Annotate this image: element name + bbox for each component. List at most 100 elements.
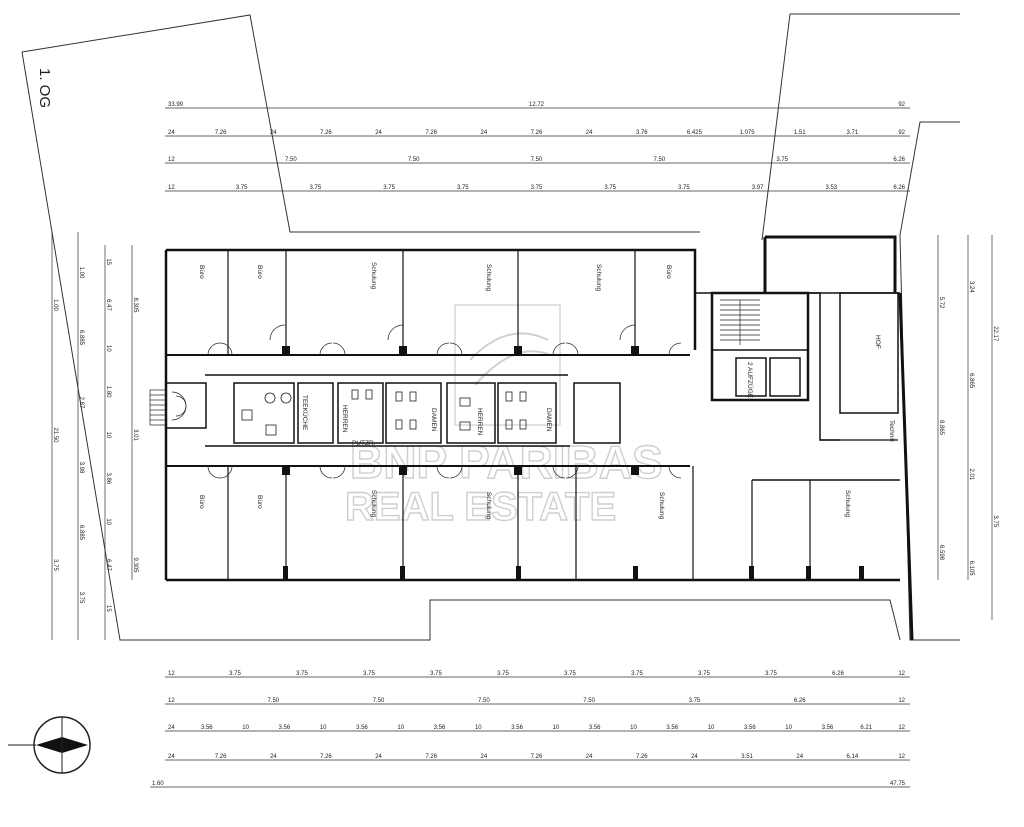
dim-right-1-1: 6.865 xyxy=(968,373,974,389)
dim-bottom-3-0: 24 xyxy=(168,754,175,760)
room-label-buero-4: Büro xyxy=(198,495,205,509)
dim-bottom-1-0: 12 xyxy=(168,698,175,704)
dim-bottom-0-11: 12 xyxy=(898,671,905,677)
dim-top-3-0: 12 xyxy=(168,185,175,191)
dim-bottom-2-14: 10 xyxy=(708,725,715,731)
dim-top-1-14: 92 xyxy=(898,130,905,136)
columns xyxy=(282,346,864,580)
building-walls xyxy=(164,235,914,641)
dim-bottom-2-12: 10 xyxy=(630,725,637,731)
dim-bottom-4-1: 47.75 xyxy=(890,781,906,787)
dim-bottom-2-5: 3.56 xyxy=(356,725,368,731)
dim-right-0-2: 6.598 xyxy=(938,545,944,561)
room-label-herren-2: HERREN xyxy=(476,408,483,436)
dim-top-1-6: 24 xyxy=(481,130,488,136)
dim-bottom-3-14: 12 xyxy=(898,754,905,760)
dim-bottom-3-10: 24 xyxy=(691,754,698,760)
dim-top-2-3: 7.50 xyxy=(531,157,543,163)
dim-top-1-10: 6.425 xyxy=(687,130,703,136)
dim-bottom-2-11: 3.56 xyxy=(589,725,601,731)
watermark-line1: BNP PARIBAS xyxy=(350,436,663,488)
dim-bottom-0-5: 3.75 xyxy=(497,671,509,677)
floor-label: 1. OG xyxy=(36,68,53,108)
dim-top-0-0: 33.99 xyxy=(168,102,184,108)
dim-bottom-2-9: 3.56 xyxy=(511,725,523,731)
dim-bottom-3-5: 7.26 xyxy=(425,754,437,760)
room-label-schulung-3: Schulung xyxy=(595,264,602,291)
dim-left-3-0: 8.305 xyxy=(132,297,138,313)
watermark: BNP PARIBAS REAL ESTATE xyxy=(344,304,663,530)
dim-left-0-2: 3.75 xyxy=(52,559,58,571)
dim-right-2-0: 22.17 xyxy=(992,326,998,342)
dim-top-1-1: 7.26 xyxy=(215,130,227,136)
room-label-schulung-5: Schulung xyxy=(485,492,492,519)
dim-left-1-0: 1.00 xyxy=(78,267,84,279)
dim-bottom-3-8: 24 xyxy=(586,754,593,760)
dim-right-1-3: 6.105 xyxy=(968,561,974,577)
dim-bottom-3-4: 24 xyxy=(375,754,382,760)
room-label-buero-2: Büro xyxy=(256,265,263,279)
dim-top-1-13: 3.71 xyxy=(847,130,859,136)
dim-top-1-9: 3.76 xyxy=(636,130,648,136)
room-label-schulung-7: Schulung xyxy=(844,490,851,517)
dim-left-0-0: 1.00 xyxy=(52,299,58,311)
room-label-damen-2: DAMEN xyxy=(545,408,552,432)
dim-bottom-4-0: 1.60 xyxy=(152,781,164,787)
dim-left-2-5: 3.86 xyxy=(105,472,111,484)
dim-bottom-3-6: 24 xyxy=(481,754,488,760)
door-swings xyxy=(207,324,682,479)
dim-bottom-2-13: 3.56 xyxy=(666,725,678,731)
dim-top-3-10: 6.26 xyxy=(893,185,905,191)
room-label-schulung-1: Schulung xyxy=(370,262,377,289)
dim-bottom-2-4: 10 xyxy=(320,725,327,731)
dim-right-2-1: 3.75 xyxy=(992,515,998,527)
dim-bottom-0-8: 3.75 xyxy=(698,671,710,677)
dim-bottom-0-6: 3.75 xyxy=(564,671,576,677)
dim-bottom-1-3: 7.50 xyxy=(478,698,490,704)
dim-bottom-2-19: 12 xyxy=(898,725,905,731)
dim-top-3-3: 3.75 xyxy=(383,185,395,191)
dim-left-2-8: 15 xyxy=(105,605,111,612)
room-label-hof: HOF xyxy=(874,335,881,349)
dim-left-2-2: 10 xyxy=(105,345,111,352)
dim-bottom-2-8: 10 xyxy=(475,725,482,731)
dim-bottom-2-18: 6.21 xyxy=(860,725,872,731)
dim-bottom-0-10: 6.26 xyxy=(832,671,844,677)
dim-bottom-2-7: 3.56 xyxy=(434,725,446,731)
dim-bottom-1-5: 3.75 xyxy=(689,698,701,704)
room-label-schulung-6: Schulung xyxy=(658,492,665,519)
dim-top-2-4: 7.50 xyxy=(653,157,665,163)
dim-bottom-2-10: 10 xyxy=(553,725,560,731)
stair-left xyxy=(149,389,187,426)
dim-bottom-2-6: 10 xyxy=(397,725,404,731)
dim-top-2-1: 7.50 xyxy=(285,157,297,163)
dim-right-0-0: 5.72 xyxy=(938,297,944,309)
dim-bottom-0-9: 3.75 xyxy=(765,671,777,677)
dim-right-1-0: 3.24 xyxy=(968,281,974,293)
dim-left-2-1: 6.47 xyxy=(105,299,111,311)
dim-bottom-3-11: 3.51 xyxy=(741,754,753,760)
dim-top-2-0: 12 xyxy=(168,157,175,163)
dim-left-1-5: 3.75 xyxy=(78,592,84,604)
dim-bottom-1-6: 6.26 xyxy=(794,698,806,704)
room-labels: Schulung Schulung Schulung Schulung Schu… xyxy=(198,262,895,519)
room-label-aufzuege: 2 AUFZÜGE xyxy=(746,362,754,399)
dim-bottom-3-7: 7.26 xyxy=(531,754,543,760)
stair-right xyxy=(720,299,760,345)
dim-top-2-6: 6.26 xyxy=(893,157,905,163)
dim-top-2-5: 3.75 xyxy=(776,157,788,163)
dim-bottom-2-15: 3.56 xyxy=(744,725,756,731)
dim-left-2-7: 6.47 xyxy=(105,559,111,571)
north-arrow-icon xyxy=(8,716,91,774)
dim-top-3-6: 3.75 xyxy=(604,185,616,191)
dim-bottom-3-9: 7.26 xyxy=(636,754,648,760)
room-label-buero-1: Büro xyxy=(198,265,205,279)
dim-bottom-0-4: 3.75 xyxy=(430,671,442,677)
room-label-schulung-4: Schulung xyxy=(370,490,377,517)
dim-bottom-1-2: 7.50 xyxy=(373,698,385,704)
dim-top-0-2: 92 xyxy=(898,102,905,108)
dim-bottom-2-1: 3.56 xyxy=(201,725,213,731)
dim-bottom-0-1: 3.75 xyxy=(229,671,241,677)
